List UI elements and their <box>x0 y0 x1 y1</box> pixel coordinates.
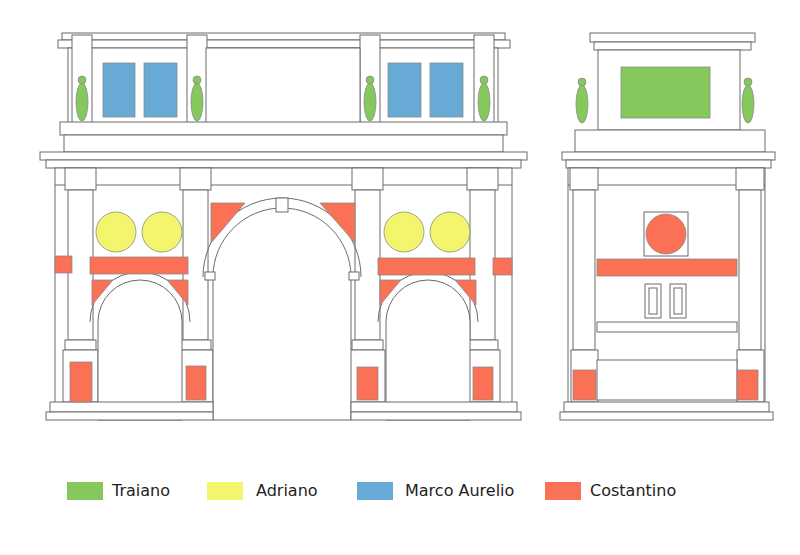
legend-label: Marco Aurelio <box>405 481 514 501</box>
front-elevation <box>40 33 527 420</box>
side-reliefs <box>573 67 758 400</box>
legend-label: Costantino <box>590 481 676 501</box>
legend-label: Adriano <box>256 481 318 501</box>
side-elevation <box>560 33 775 420</box>
legend-label: Traiano <box>112 481 170 501</box>
legend-swatch <box>357 482 393 500</box>
legend-swatch <box>545 482 581 500</box>
legend-swatch <box>207 482 243 500</box>
front-reliefs <box>55 63 512 402</box>
legend-swatch <box>67 482 103 500</box>
